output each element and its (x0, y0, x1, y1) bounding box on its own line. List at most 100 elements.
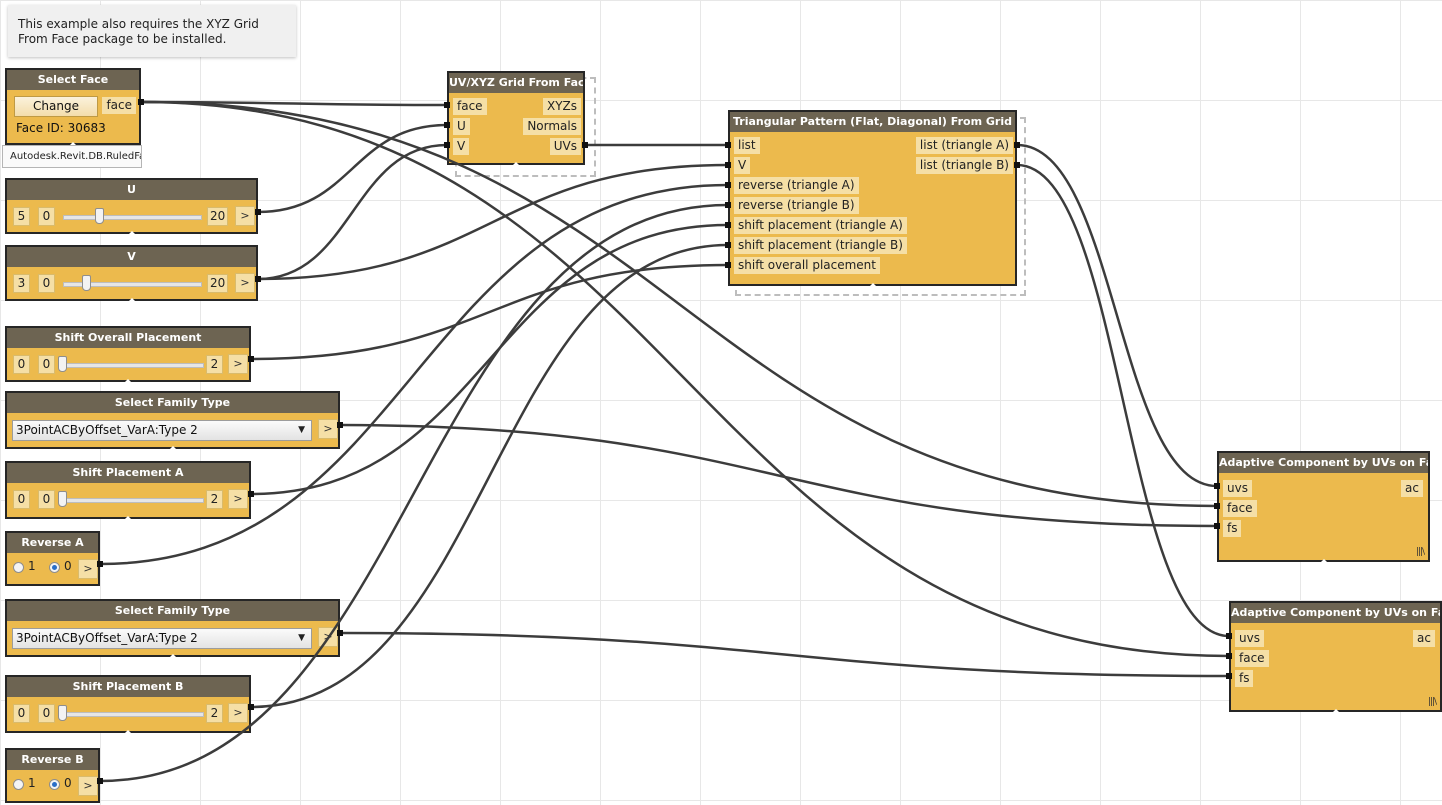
expand-caret-icon[interactable] (511, 162, 521, 167)
lacing-icon[interactable]: |||\ (1427, 697, 1437, 707)
reverse-b-boolean-node[interactable]: Reverse B 1 0 > (5, 748, 100, 803)
integer-slider-u-node[interactable]: U 5 0 20 > (5, 178, 258, 236)
node-title: Triangular Pattern (Flat, Diagonal) From… (730, 112, 1015, 132)
family-type-dropdown[interactable]: 3PointACByOffset_VarA:Type 2▼ (12, 420, 312, 441)
input-port-uvs[interactable]: uvs (1235, 630, 1264, 647)
input-port-shift-overall[interactable]: shift overall placement (734, 257, 880, 274)
slider-track[interactable] (58, 363, 204, 368)
expand-caret-icon[interactable] (126, 298, 137, 303)
select-family-type-node-1[interactable]: Select Family Type 3PointACByOffset_VarA… (5, 391, 340, 451)
output-port-xyzs[interactable]: XYZs (542, 98, 581, 115)
slider-max[interactable]: 2 (206, 490, 223, 509)
integer-slider-v-node[interactable]: V 3 0 20 > (5, 245, 258, 303)
input-port-face[interactable]: face (1223, 500, 1257, 517)
change-button[interactable]: Change (14, 96, 98, 117)
slider-thumb[interactable] (58, 356, 67, 372)
info-note[interactable]: This example also requires the XYZ Grid … (8, 5, 296, 57)
input-port-reverse-triangle-a[interactable]: reverse (triangle A) (734, 177, 859, 194)
expand-caret-icon[interactable] (167, 446, 178, 451)
slider-min[interactable]: 0 (38, 274, 55, 293)
expand-caret-icon[interactable] (126, 231, 137, 236)
connector-wire (1016, 163, 1230, 638)
adaptive-component-node-1[interactable]: Adaptive Component by UVs on Face uvs fa… (1217, 451, 1430, 564)
radio-option-1[interactable] (13, 562, 24, 573)
slider-thumb[interactable] (95, 208, 105, 224)
node-title: U (7, 180, 256, 200)
slider-max[interactable]: 20 (207, 207, 229, 226)
expand-button[interactable]: > (228, 703, 248, 723)
input-port-shift-triangle-b[interactable]: shift placement (triangle B) (734, 237, 907, 254)
input-port-fs[interactable]: fs (1235, 670, 1254, 687)
slider-thumb[interactable] (58, 491, 67, 507)
expand-button[interactable]: > (318, 419, 338, 439)
adaptive-component-node-2[interactable]: Adaptive Component by UVs on Face uvs fa… (1229, 601, 1442, 714)
input-port-v[interactable]: V (453, 138, 470, 155)
input-port-face[interactable]: face (1235, 650, 1269, 667)
reverse-a-boolean-node[interactable]: Reverse A 1 0 > (5, 531, 100, 586)
slider-track[interactable] (63, 215, 202, 220)
radio-option-1[interactable] (13, 779, 24, 790)
shift-placement-a-slider-node[interactable]: Shift Placement A 0 0 2 > (5, 461, 251, 521)
expand-caret-icon[interactable] (123, 379, 133, 384)
lacing-icon[interactable]: |||\ (1415, 547, 1425, 557)
slider-min[interactable]: 0 (38, 355, 55, 374)
input-port-fs[interactable]: fs (1223, 520, 1242, 537)
slider-max[interactable]: 20 (207, 274, 229, 293)
connector-wire (339, 423, 1218, 528)
slider-value[interactable]: 3 (13, 274, 30, 293)
expand-caret-icon[interactable] (123, 730, 133, 735)
output-port-ac[interactable]: ac (1413, 630, 1435, 647)
expand-button[interactable]: > (78, 776, 98, 796)
shift-overall-placement-slider-node[interactable]: Shift Overall Placement 0 0 2 > (5, 326, 251, 384)
output-port-uvs[interactable]: UVs (549, 138, 581, 155)
output-port-list-triangle-b[interactable]: list (triangle B) (915, 157, 1013, 174)
radio-option-2[interactable] (49, 779, 60, 790)
slider-min[interactable]: 0 (38, 704, 55, 723)
expand-caret-icon[interactable] (68, 142, 78, 147)
expand-caret-icon[interactable] (167, 654, 178, 659)
radio-option-2[interactable] (49, 562, 60, 573)
connector-wire (140, 100, 1230, 658)
slider-max[interactable]: 2 (206, 355, 223, 374)
input-port-shift-triangle-a[interactable]: shift placement (triangle A) (734, 217, 907, 234)
output-port-list-triangle-a[interactable]: list (triangle A) (915, 137, 1013, 154)
expand-button[interactable]: > (78, 559, 98, 579)
expand-caret-icon[interactable] (1330, 709, 1341, 714)
uvxyz-grid-from-face-node[interactable]: UV/XYZ Grid From Face face U V XYZs Norm… (447, 71, 585, 167)
shift-placement-b-slider-node[interactable]: Shift Placement B 0 0 2 > (5, 675, 251, 735)
expand-caret-icon[interactable] (123, 516, 133, 521)
output-port-normals[interactable]: Normals (523, 118, 581, 135)
select-face-node[interactable]: Select Face Change face Face ID: 30683 (5, 68, 141, 147)
expand-caret-icon[interactable] (1318, 559, 1329, 564)
expand-button[interactable]: > (228, 354, 248, 374)
slider-min[interactable]: 0 (38, 490, 55, 509)
triangular-pattern-node[interactable]: Triangular Pattern (Flat, Diagonal) From… (728, 110, 1017, 288)
expand-caret-icon[interactable] (867, 283, 878, 288)
input-port-face[interactable]: face (453, 98, 487, 115)
input-port-v[interactable]: V (734, 157, 751, 174)
expand-button[interactable]: > (228, 489, 248, 509)
slider-max[interactable]: 2 (206, 704, 223, 723)
slider-value[interactable]: 0 (13, 490, 30, 509)
input-port-u[interactable]: U (453, 118, 470, 135)
expand-button[interactable]: > (318, 627, 338, 647)
input-port-list[interactable]: list (734, 137, 760, 154)
select-family-type-node-2[interactable]: Select Family Type 3PointACByOffset_VarA… (5, 599, 340, 659)
slider-track[interactable] (58, 498, 204, 503)
input-port-uvs[interactable]: uvs (1223, 480, 1252, 497)
connector-wire (1016, 143, 1218, 488)
dropdown-value: 3PointACByOffset_VarA:Type 2 (16, 423, 198, 437)
slider-thumb[interactable] (58, 705, 67, 721)
slider-value[interactable]: 0 (13, 355, 30, 374)
expand-button[interactable]: > (235, 273, 255, 293)
slider-value[interactable]: 0 (13, 704, 30, 723)
slider-value[interactable]: 5 (13, 207, 30, 226)
slider-track[interactable] (58, 712, 204, 717)
input-port-reverse-triangle-b[interactable]: reverse (triangle B) (734, 197, 859, 214)
slider-thumb[interactable] (82, 275, 92, 291)
output-port-face[interactable]: face (102, 97, 136, 114)
slider-min[interactable]: 0 (38, 207, 55, 226)
expand-button[interactable]: > (235, 206, 255, 226)
family-type-dropdown[interactable]: 3PointACByOffset_VarA:Type 2▼ (12, 628, 312, 649)
output-port-ac[interactable]: ac (1401, 480, 1423, 497)
